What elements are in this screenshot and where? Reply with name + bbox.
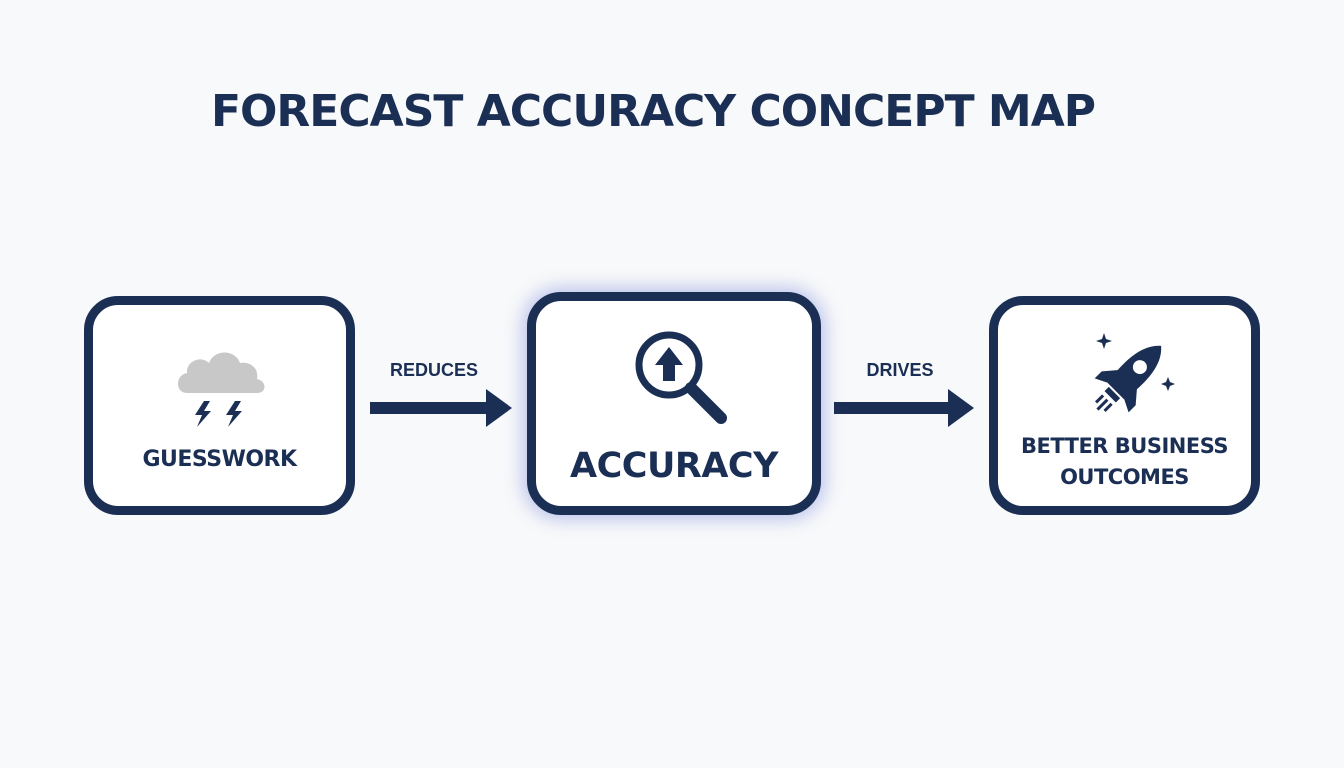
node-better-business-outcomes: BETTER BUSINESS OUTCOMES: [989, 296, 1260, 515]
storm-cloud-icon: [178, 352, 265, 427]
arrow-reduces: [370, 389, 512, 427]
node-label-line-2: OUTCOMES: [1060, 465, 1189, 489]
node-label-line-1: BETTER BUSINESS: [1020, 434, 1229, 458]
node-accuracy: ACCURACY: [527, 292, 821, 515]
node-label-better-business-outcomes: BETTER BUSINESS OUTCOMES: [998, 431, 1251, 493]
node-guesswork: GUESSWORK: [84, 296, 355, 515]
edge-label-drives: DRIVES: [866, 360, 934, 380]
magnifier-up-arrow-icon: [635, 331, 727, 424]
edge-label-reduces: REDUCES: [389, 360, 478, 380]
rocket-icon: [1094, 333, 1175, 413]
page-title: FORECAST ACCURACY CONCEPT MAP: [210, 86, 1096, 137]
arrow-drives: [834, 389, 974, 427]
node-label-accuracy: ACCURACY: [570, 446, 778, 486]
node-label-guesswork: GUESSWORK: [142, 447, 297, 472]
